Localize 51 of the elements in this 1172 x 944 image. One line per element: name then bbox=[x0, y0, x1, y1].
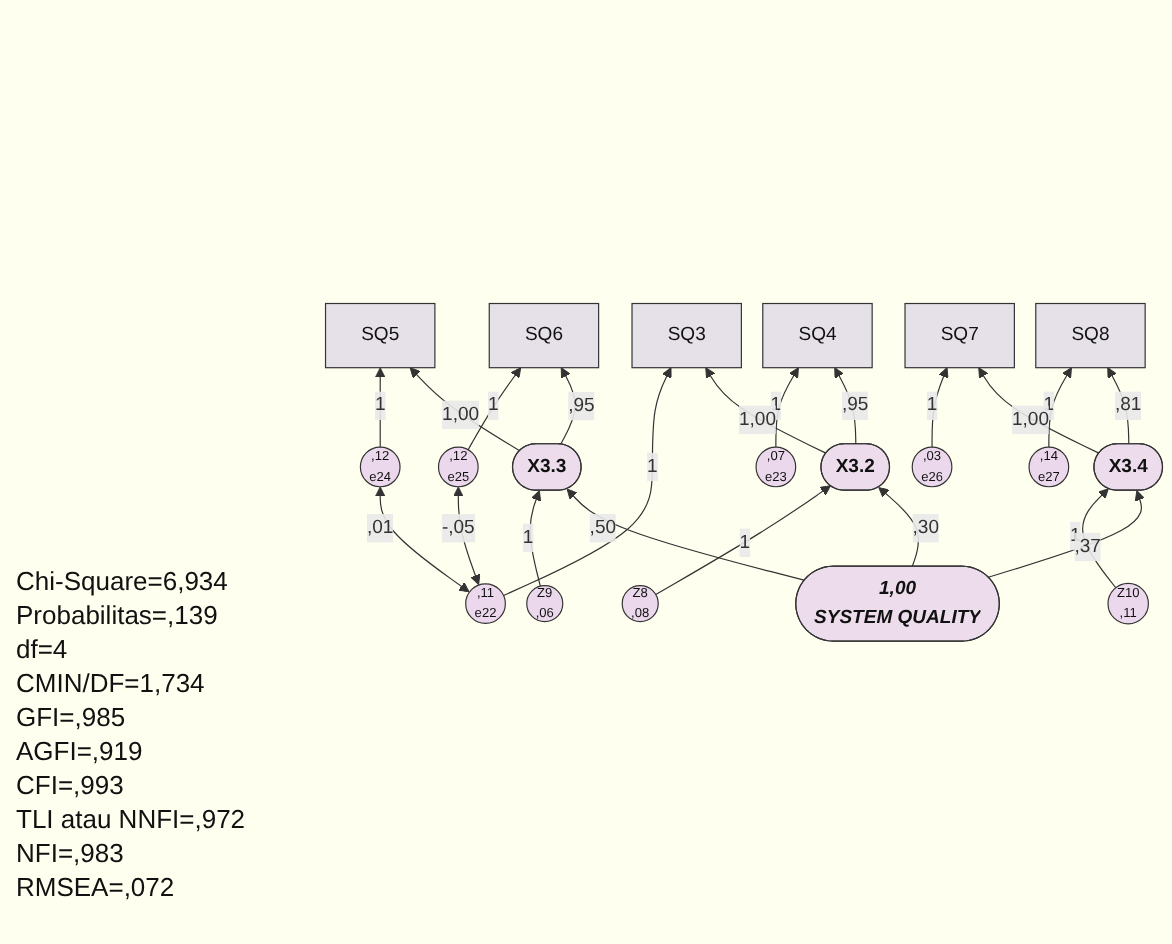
edge-label: 1 bbox=[522, 526, 534, 548]
arrow bbox=[987, 489, 1145, 578]
arrow bbox=[705, 366, 827, 454]
node-box: SQ7 bbox=[904, 302, 1015, 368]
arrow bbox=[375, 486, 470, 592]
edge-label: 1 bbox=[487, 394, 499, 415]
edge-label: 1 bbox=[374, 394, 386, 415]
fit-statistic: TLI atau NNFI=,972 bbox=[16, 802, 248, 836]
fit-statistic: Probabilitas=,139 bbox=[16, 598, 220, 632]
arrow bbox=[1082, 487, 1117, 589]
fit-statistic: AGFI=,919 bbox=[16, 734, 145, 768]
arrow bbox=[775, 366, 799, 448]
edge-label: 1 bbox=[1069, 525, 1081, 546]
arrow bbox=[467, 366, 522, 450]
edge-label: 1,00 bbox=[442, 403, 480, 425]
edge-label: ,95 bbox=[841, 394, 869, 415]
node-box: SQ8 bbox=[1035, 302, 1146, 368]
edge-label: ,50 bbox=[589, 517, 617, 538]
node-box: SQ4 bbox=[762, 302, 873, 368]
edge-label: 1 bbox=[739, 531, 751, 553]
edge-label: ,37 bbox=[1074, 535, 1101, 557]
fit-statistic: CMIN/DF=1,734 bbox=[16, 666, 207, 700]
arrow bbox=[409, 366, 521, 452]
node-box: SQ3 bbox=[631, 302, 742, 368]
arrow bbox=[931, 366, 949, 448]
fit-statistic: Chi-Square=6,934 bbox=[16, 564, 230, 598]
fit-statistic: GFI=,985 bbox=[16, 700, 128, 734]
edge-label: 1,00 bbox=[738, 408, 776, 430]
edge-label: -,05 bbox=[441, 517, 475, 538]
arrow bbox=[655, 485, 831, 595]
fit-statistic: RMSEA=,072 bbox=[16, 870, 177, 904]
edge-label: ,81 bbox=[1114, 394, 1142, 415]
edge-label: ,95 bbox=[568, 395, 595, 416]
node-box: SQ6 bbox=[488, 302, 600, 368]
edge-label: 1 bbox=[770, 394, 782, 415]
fit-statistic: NFI=,983 bbox=[16, 836, 126, 870]
edge-label: 1 bbox=[926, 394, 938, 415]
fit-statistic: CFI=,993 bbox=[16, 768, 126, 802]
edge-label: 1,00 bbox=[1011, 408, 1049, 430]
arrow bbox=[529, 489, 542, 587]
arrow bbox=[1048, 366, 1072, 448]
arrow bbox=[978, 366, 1100, 454]
edge-label: ,30 bbox=[912, 517, 940, 538]
edge-label: 1 bbox=[647, 455, 658, 477]
arrow bbox=[566, 488, 806, 581]
fit-statistic: df=4 bbox=[16, 632, 70, 666]
node-box: SQ5 bbox=[324, 302, 436, 368]
arrow bbox=[878, 486, 920, 568]
edge-label: ,01 bbox=[366, 517, 394, 538]
edge-label: 1 bbox=[1043, 394, 1055, 415]
arrow bbox=[453, 486, 481, 585]
